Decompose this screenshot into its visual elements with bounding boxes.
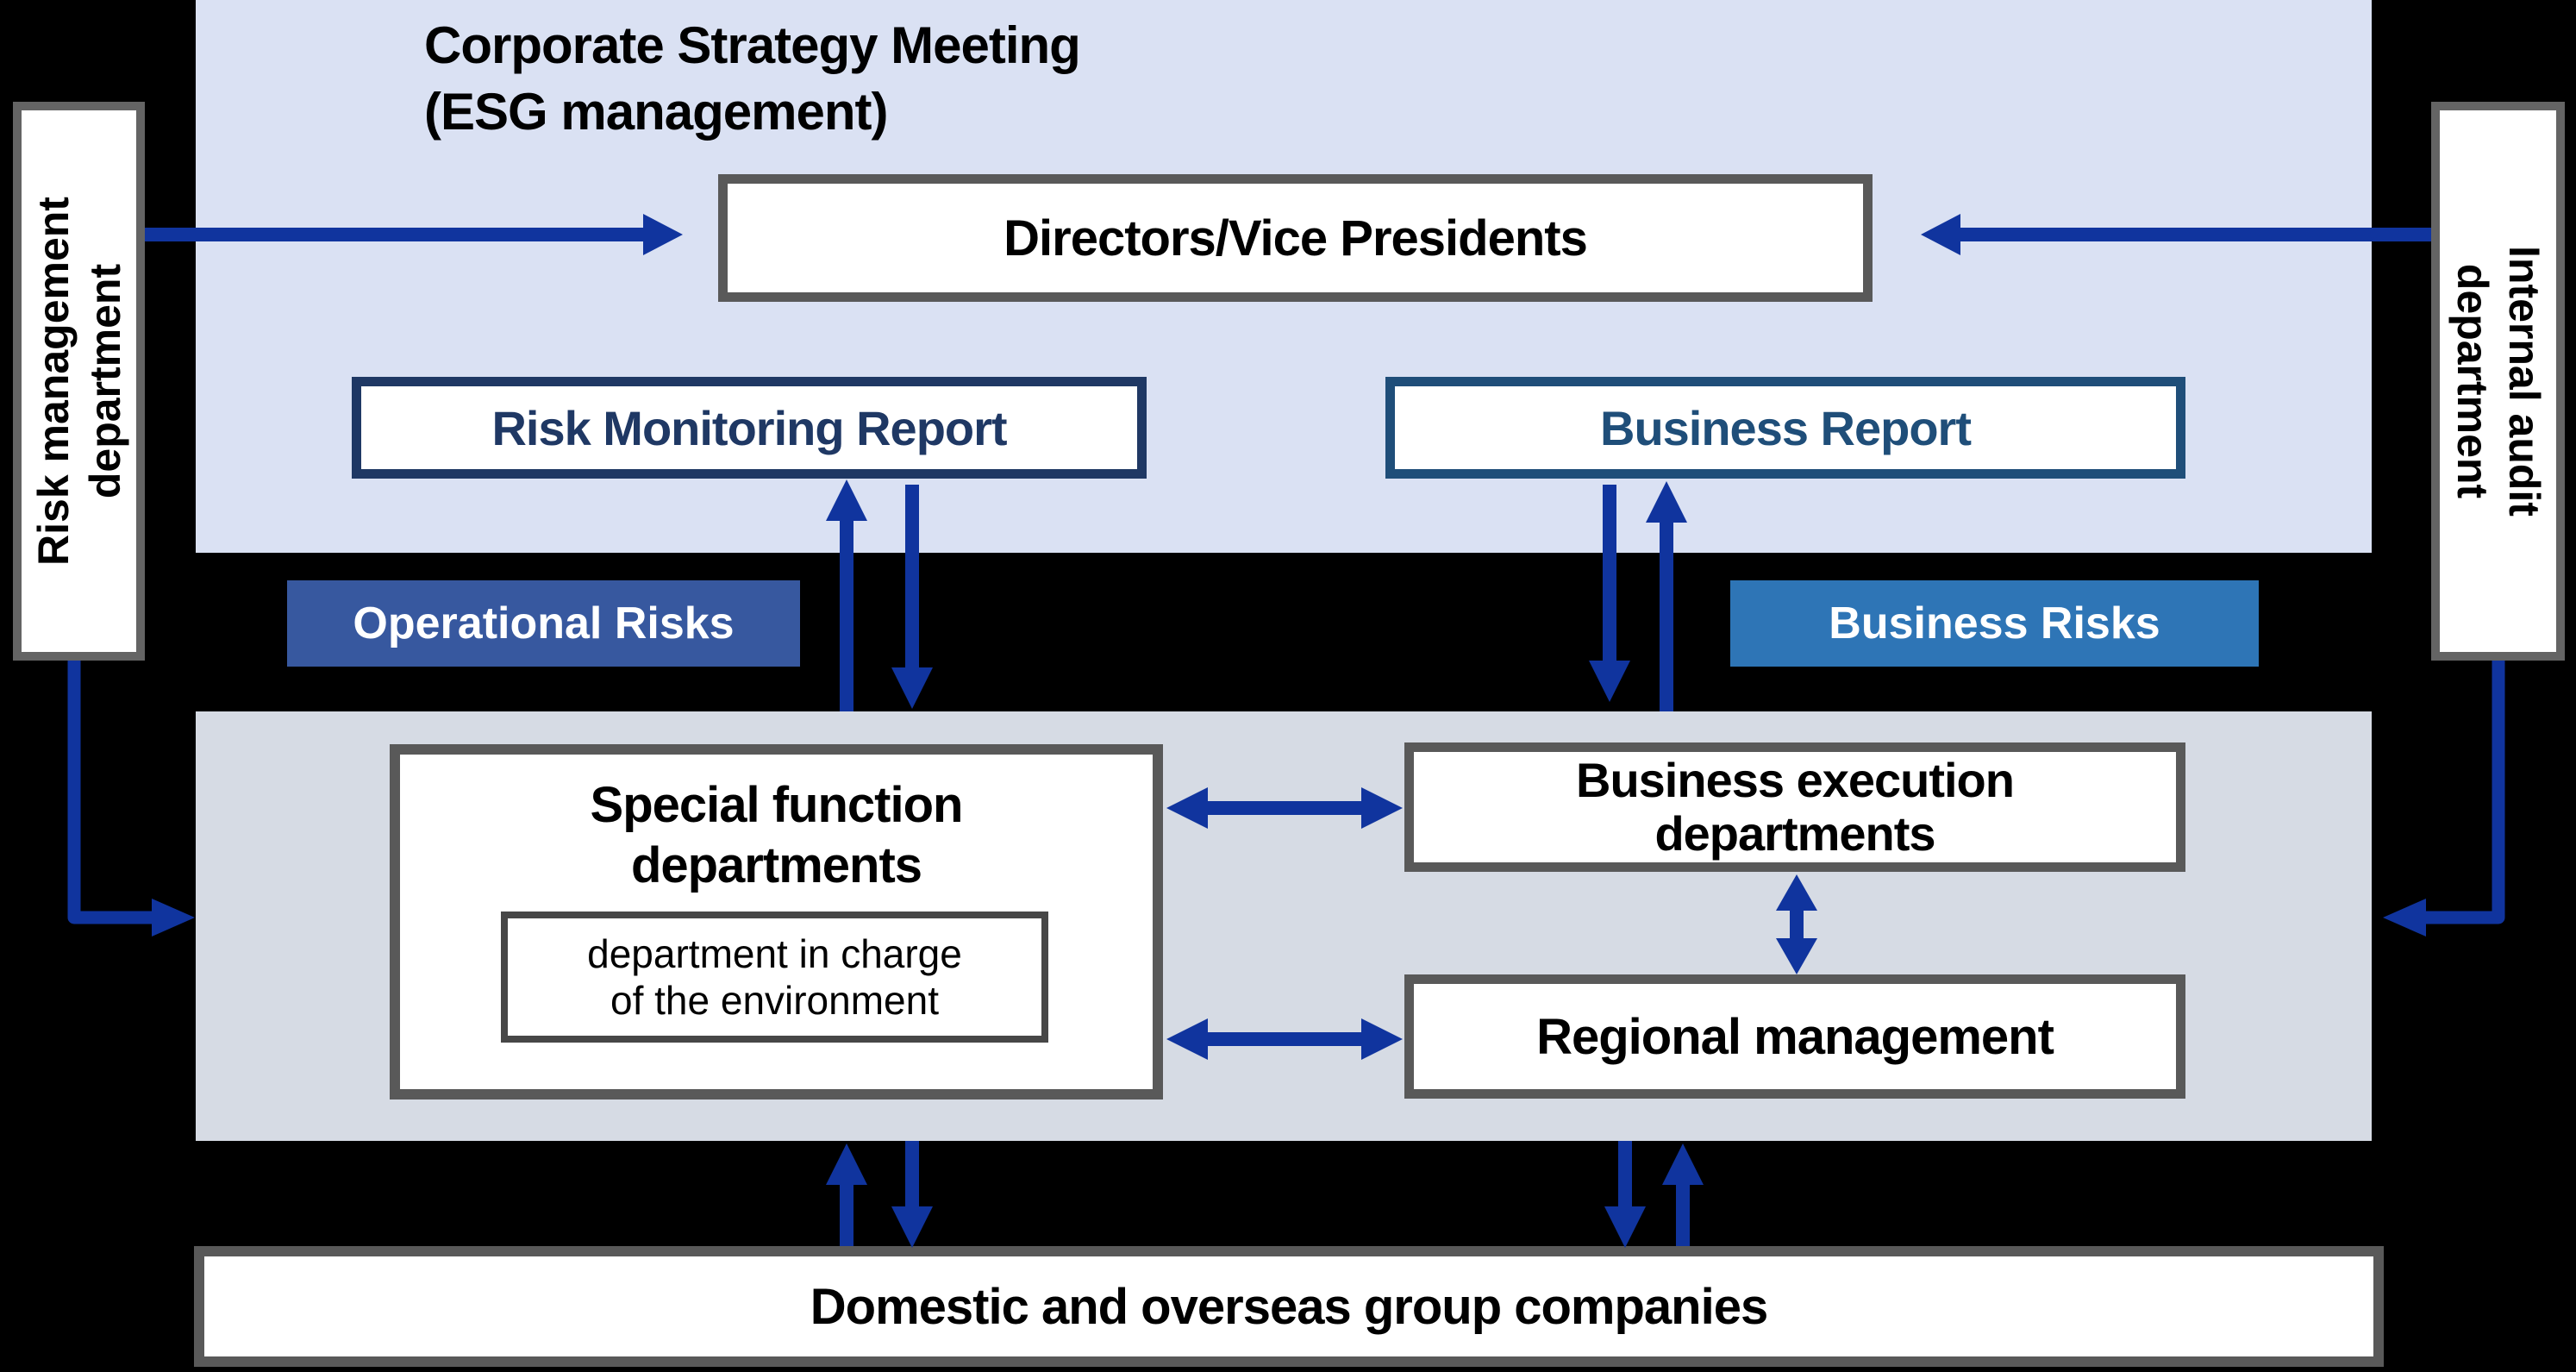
operational-risks-text: Operational Risks [353, 598, 735, 648]
environment-department-label: department in charge of the environment [587, 931, 962, 1023]
arrow-up-to-special-function [826, 1143, 867, 1246]
environment-department-box: department in charge of the environment [501, 912, 1048, 1043]
directors-box: Directors/Vice Presidents [718, 174, 1873, 302]
business-report-box: Business Report [1385, 377, 2185, 479]
internal-audit-department-label: Internal audit department [2448, 246, 2548, 517]
arrow-down-to-group-companies-right [1604, 1141, 1646, 1248]
section-title: Corporate Strategy Meeting (ESG manageme… [424, 16, 1081, 141]
business-report-label: Business Report [1600, 400, 1972, 455]
special-function-departments-label: Special function departments [590, 777, 964, 893]
risk-management-department-box: Risk management department [13, 102, 145, 661]
risk-monitoring-report-box: Risk Monitoring Report [352, 377, 1147, 479]
business-risks-label: Business Risks [1730, 580, 2259, 667]
arrow-down-to-group-companies-left [891, 1141, 933, 1248]
regional-management-box: Regional management [1404, 974, 2185, 1099]
arrow-risk-mgmt-to-middle-section [67, 661, 195, 937]
group-companies-label: Domestic and overseas group companies [810, 1278, 1768, 1335]
group-companies-box: Domestic and overseas group companies [194, 1246, 2384, 1367]
arrow-up-to-regional-management [1662, 1143, 1704, 1246]
internal-audit-department-box: Internal audit department [2431, 102, 2565, 661]
directors-label: Directors/Vice Presidents [1004, 210, 1588, 266]
regional-management-label: Regional management [1536, 1008, 2054, 1065]
business-execution-departments-label: Business execution departments [1576, 753, 2015, 861]
operational-risks-label: Operational Risks [287, 580, 800, 667]
arrow-internal-audit-to-middle-section [2383, 661, 2505, 937]
risk-monitoring-report-label: Risk Monitoring Report [491, 400, 1007, 455]
business-risks-text: Business Risks [1829, 598, 2160, 648]
risk-management-department-label: Risk management department [28, 197, 129, 566]
business-execution-departments-box: Business execution departments [1404, 742, 2185, 872]
